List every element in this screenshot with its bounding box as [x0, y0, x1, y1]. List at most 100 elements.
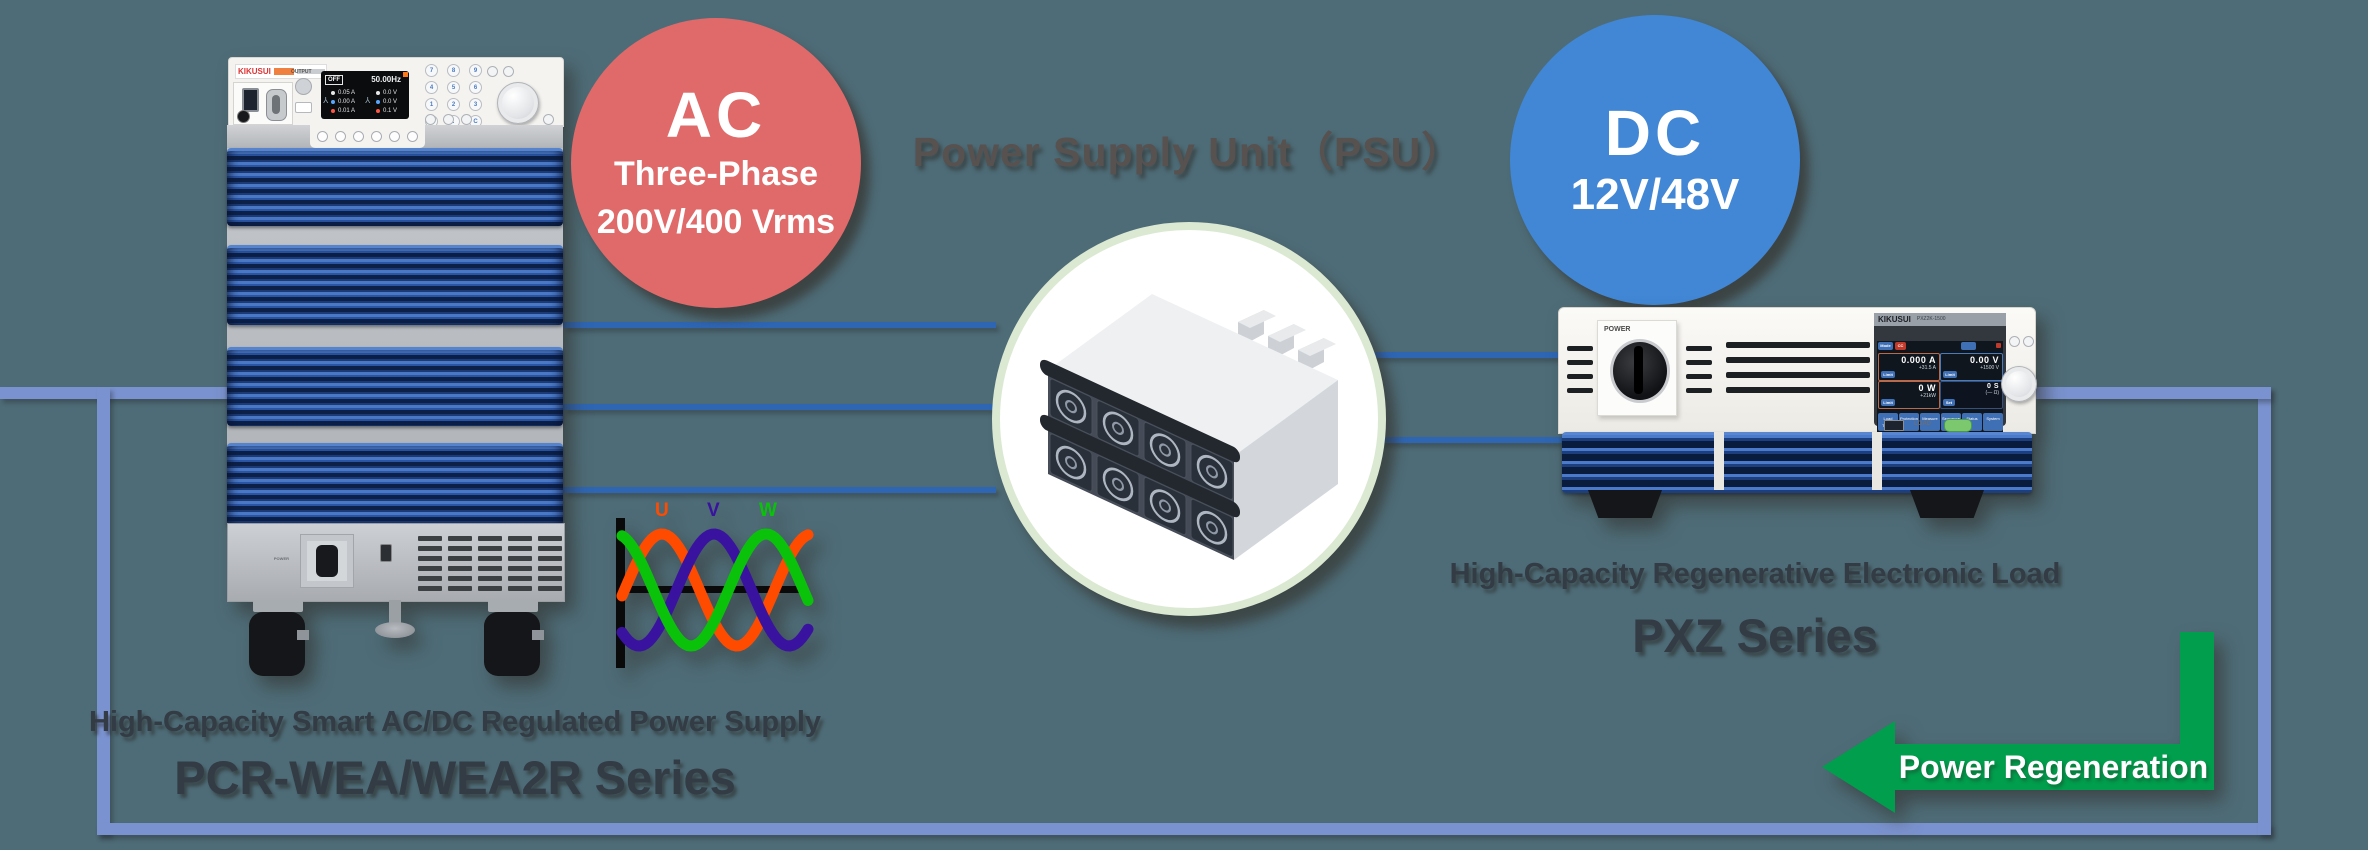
screen-menu-button: System	[1983, 413, 2003, 431]
output-button	[295, 78, 312, 95]
load-power-panel: POWER	[1597, 320, 1677, 416]
dc-badge: DC 12V/48V	[1510, 15, 1800, 305]
lock-icon	[1996, 343, 2001, 348]
arrow-label: Power Regeneration	[1898, 749, 2209, 785]
regeneration-arrow: Power Regeneration	[1822, 632, 2214, 814]
caster-right	[480, 600, 546, 678]
dsub-connector	[266, 89, 287, 121]
waveform-x-axis	[616, 586, 806, 593]
arrow-head	[1822, 721, 1895, 813]
lcd-reading: 0.1 V	[383, 107, 398, 114]
load-foot-right	[1910, 490, 1984, 518]
wye-symbol: Y	[365, 95, 371, 104]
ac-badge-title: AC	[665, 79, 767, 151]
arrow-horizontal-bar	[1893, 744, 2214, 790]
ac-badge-phase-label: Three-Phase	[613, 155, 819, 193]
lcd-reading: 0.0 V	[383, 89, 398, 96]
function-key	[317, 131, 328, 142]
phase-dot	[376, 99, 380, 104]
phase-v-wave	[616, 528, 814, 652]
load-brand-label: KIKUSUI	[1878, 315, 1911, 324]
function-key	[389, 131, 400, 142]
resistance-sub: (— Ω)	[1985, 390, 1999, 396]
tower-lcd-display: OFF 50.00Hz Y 0.05 A 0.00 A 0.01 A Y 0.0…	[321, 71, 409, 119]
psu-title: Power Supply Unit（PSU）	[912, 129, 1464, 175]
current-limit-value: +31.5 A	[1918, 365, 1936, 371]
keypad-button: 3	[469, 98, 482, 111]
power-cell: 0 W Limit +21kW	[1878, 381, 1940, 409]
output-label: OUTPUT	[291, 69, 312, 75]
output-off-badge: OFF	[325, 75, 343, 85]
ac-badge-voltage-label: 200V/400 Vrms	[596, 203, 836, 241]
usb-port	[242, 88, 259, 112]
phase-dot	[331, 90, 335, 95]
loop-line-left-vertical	[97, 387, 110, 835]
screen-menu-button: Measure	[1920, 413, 1940, 431]
frequency-readout: 50.00Hz	[371, 75, 401, 84]
lcd-reading: 0.0 V	[383, 98, 398, 105]
dc-badge-voltage-label: 12V/48V	[1570, 170, 1740, 219]
voltage-limit-value: +1500 V	[1980, 365, 1999, 371]
psu-box-top-face	[1048, 294, 1338, 456]
keypad-button: 1	[425, 98, 438, 111]
power-limit-chip: Limit	[1881, 399, 1895, 406]
load-up-button	[2009, 336, 2020, 347]
load-vents-mid	[1686, 346, 1712, 393]
load-heatsink-fins	[1562, 432, 2032, 493]
dsub-inner	[272, 95, 280, 114]
heatsink-module-3	[227, 347, 563, 426]
current-cell: 0.000 A Limit +31.5 A	[1878, 353, 1940, 381]
loop-line-bottom	[97, 823, 2271, 835]
set-button	[443, 114, 454, 125]
psu-fan-wall	[1040, 359, 1240, 557]
power-label: POWER	[273, 556, 290, 562]
voltage-readout: 0.00 V	[1969, 355, 1999, 365]
function-key	[335, 131, 346, 142]
ac-power-supply-unit: KIKUSUI OUTPUT OFF 50.00Hz Y	[225, 55, 565, 678]
tower-rotary-knob	[497, 82, 539, 124]
load-sense-connector	[1944, 419, 1972, 432]
lcd-reading: 0.01 A	[338, 107, 356, 114]
keypad-button: 2	[447, 98, 460, 111]
tower-brand-label: KIKUSUI	[238, 67, 271, 76]
psu-circle	[992, 222, 1386, 616]
home-button	[461, 114, 472, 125]
loop-line-left-horizontal	[0, 387, 228, 399]
fin-separator-1	[1714, 432, 1724, 490]
load-down-button	[2023, 336, 2034, 347]
tower-brand-chip: KIKUSUI	[235, 64, 327, 79]
wye-symbol: Y	[323, 95, 329, 104]
keypad-button: 7	[425, 64, 438, 77]
supply-caption-line2: PCR-WEA/WEA2R Series	[174, 751, 736, 804]
load-chassis: POWER KIKUSUI PXZ2K-1500	[1558, 307, 2037, 436]
phase-dot	[331, 108, 335, 113]
fin-separator-2	[1872, 432, 1882, 490]
dc-badge-title: DC	[1604, 97, 1706, 169]
ac-badge: AC Three-Phase 200V/400 Vrms	[571, 18, 861, 308]
keypad-button: 9	[469, 64, 482, 77]
menu-button	[425, 114, 436, 125]
keypad-button: 4	[425, 81, 438, 94]
dc-line-1	[1362, 352, 1562, 358]
load-power-knob	[1610, 339, 1670, 403]
heatsink-module-4	[227, 443, 563, 526]
mode-badge: Mode	[1878, 342, 1893, 350]
power-switch-knob	[316, 545, 338, 577]
load-caption-line1: High-Capacity Regenerative Electronic Lo…	[1449, 558, 2061, 590]
resistance-readout: 0 S	[1986, 383, 1999, 390]
keypad-button: 5	[447, 81, 460, 94]
psu-box-right-face	[1234, 380, 1338, 560]
load-output-label: LOAD	[1914, 421, 1931, 427]
power-readout: 0 W	[1918, 383, 1936, 393]
screen-menu-button: Protection	[1899, 413, 1919, 431]
audio-jack	[237, 110, 250, 123]
load-caption-line2: PXZ Series	[1632, 609, 1878, 662]
phase-dot	[331, 99, 335, 104]
phase-u-label: U	[655, 500, 669, 521]
load-vents-wide	[1726, 342, 1870, 393]
function-key	[407, 131, 418, 142]
ac-line-1	[563, 322, 996, 328]
tower-front-panel: KIKUSUI OUTPUT OFF 50.00Hz Y	[228, 57, 564, 128]
keypad-button: 8	[447, 64, 460, 77]
